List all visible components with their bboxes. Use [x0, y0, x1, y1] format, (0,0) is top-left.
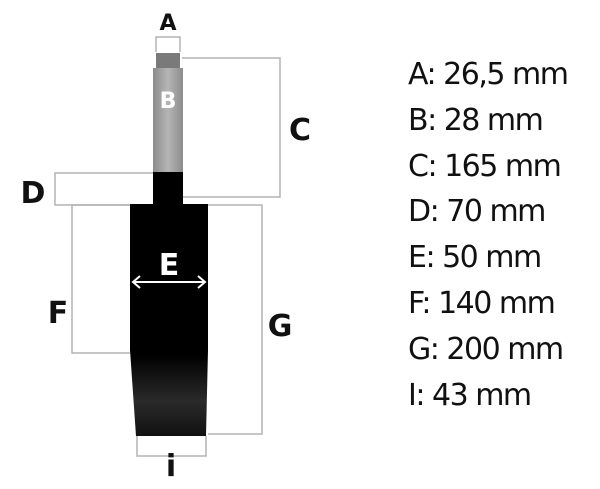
- label-e: E: [159, 248, 180, 283]
- legend-item-f: F: 140 mm: [408, 285, 556, 321]
- shock-absorber: [130, 53, 208, 436]
- dimension-lines: [54, 36, 281, 457]
- dimension-d-line: [54, 172, 155, 206]
- label-a: A: [159, 11, 176, 36]
- legend-item-e: E: 50 mm: [408, 240, 542, 276]
- legend-item-b: B: 28 mm: [408, 102, 544, 138]
- label-d: D: [21, 176, 46, 211]
- label-b: B: [160, 89, 177, 114]
- piston-rod: [153, 68, 183, 176]
- dimension-e-arrow: [131, 275, 207, 289]
- label-g: G: [268, 309, 293, 344]
- rod-tip: [156, 53, 180, 69]
- dimension-g-line: [208, 204, 263, 435]
- dimension-a-line: [155, 36, 181, 52]
- shock-body: [130, 204, 208, 436]
- legend-item-d: D: 70 mm: [408, 194, 546, 230]
- dimension-f-line: [71, 204, 130, 354]
- rod-collar: [153, 172, 183, 206]
- dimensions-legend: A: 26,5 mm B: 28 mm C: 165 mm D: 70 mm E…: [408, 52, 569, 418]
- legend-item-a: A: 26,5 mm: [408, 57, 569, 92]
- label-i: i: [166, 449, 176, 484]
- dimension-i-line: [136, 436, 207, 457]
- label-f: F: [48, 296, 69, 331]
- legend-item-g: G: 200 mm: [408, 331, 564, 367]
- legend-item-i: I: 43 mm: [408, 377, 532, 413]
- legend-item-c: C: 165 mm: [408, 148, 562, 184]
- label-c: C: [289, 113, 311, 148]
- dimension-c-line: [182, 57, 281, 198]
